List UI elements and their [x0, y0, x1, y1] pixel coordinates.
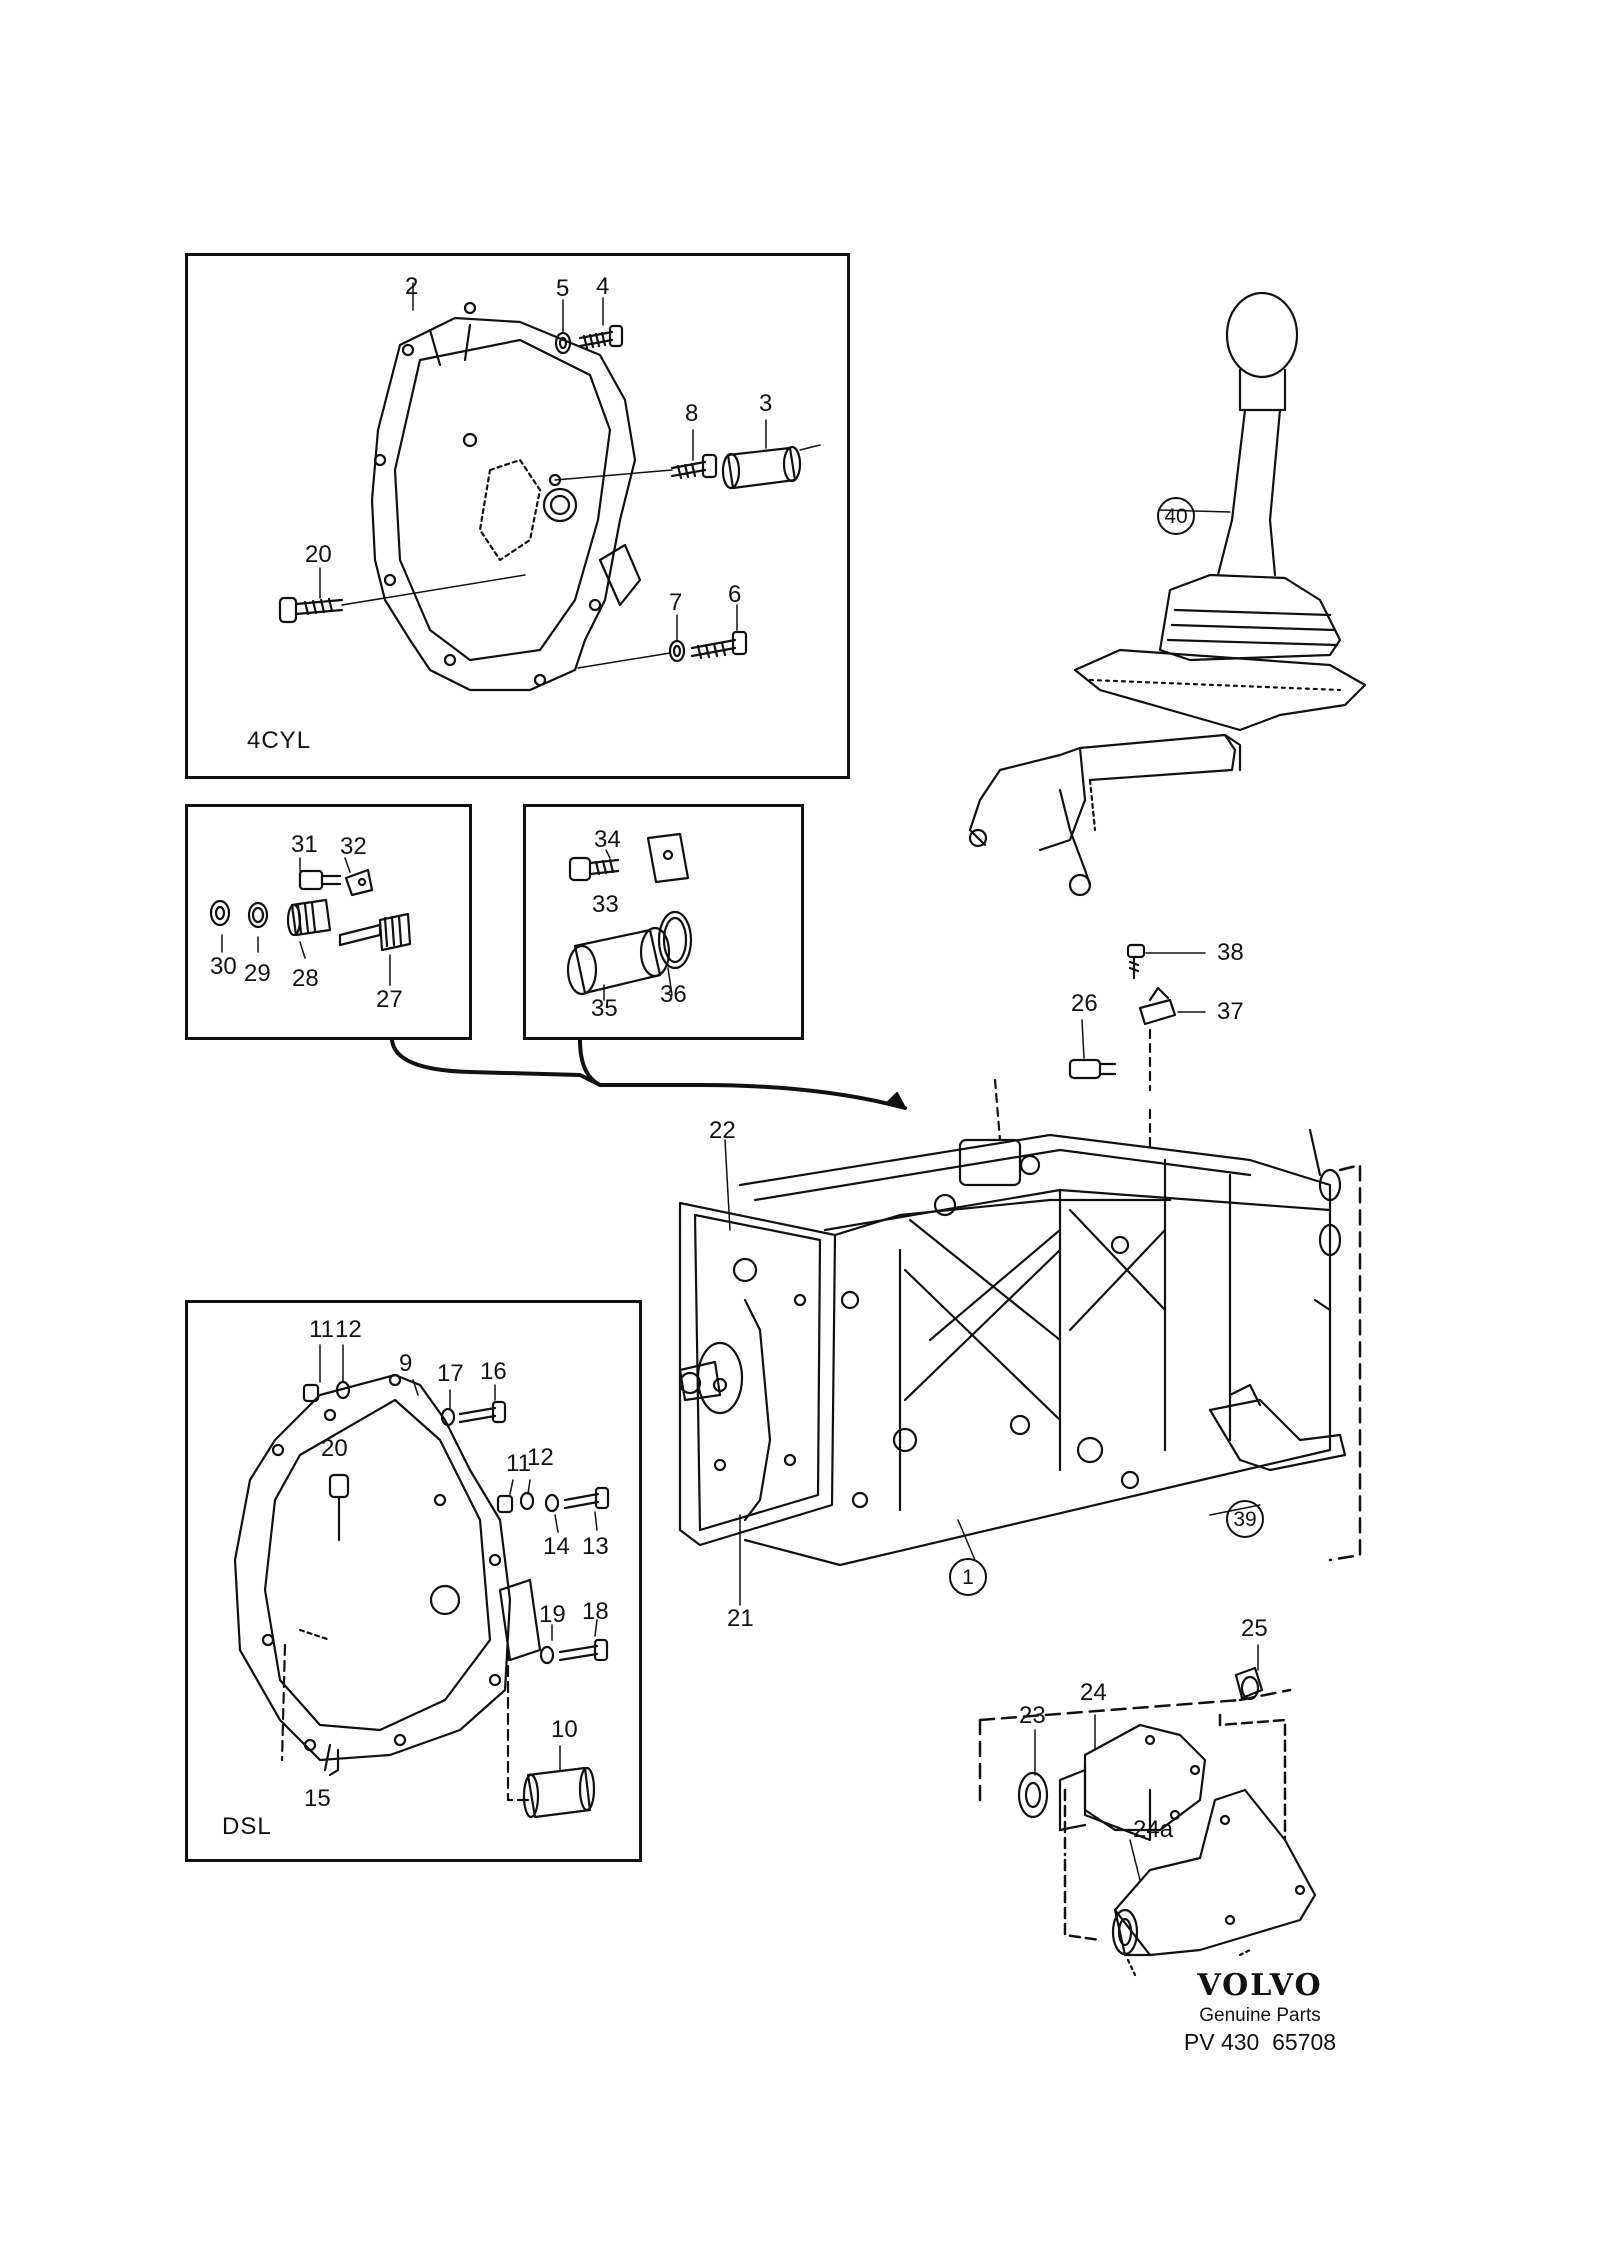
part-reference: PV 430 65708	[1183, 2029, 1337, 2055]
callout-7: 7	[669, 589, 683, 616]
callout-21: 21	[727, 1605, 754, 1632]
bolt-8	[554, 453, 718, 481]
connector-curve	[390, 1038, 907, 1110]
callout-5: 5	[556, 275, 570, 302]
callout-6: 6	[728, 581, 742, 608]
callout-9: 9	[399, 1350, 413, 1377]
panel-speedometer	[185, 804, 472, 1040]
callout-34: 34	[594, 826, 621, 853]
callout-24a: 24a	[1133, 1816, 1174, 1843]
callout-8: 8	[685, 400, 699, 427]
callout-39: 39	[1226, 1500, 1264, 1538]
washer-7	[668, 639, 686, 663]
speedo-parts	[209, 857, 412, 986]
callout-14: 14	[543, 1533, 570, 1560]
clip-37-screw-38	[1126, 943, 1206, 1092]
callout-2: 2	[405, 273, 419, 300]
callout-26: 26	[1071, 990, 1098, 1017]
panel-dsl-label: DSL	[222, 1813, 272, 1840]
bolt-20-4cyl	[278, 574, 526, 624]
callout-31: 31	[291, 831, 318, 858]
dsl-fasteners	[302, 1380, 610, 1819]
callout-3: 3	[759, 390, 773, 417]
callout-12-mid: 12	[527, 1444, 554, 1471]
brand-block: VOLVO Genuine Parts PV 430 65708	[1170, 1968, 1350, 2056]
callout-32: 32	[340, 833, 367, 860]
callout-1: 1	[949, 1558, 987, 1596]
panel-4cyl-label: 4CYL	[247, 727, 312, 754]
callout-36: 36	[660, 981, 687, 1008]
switch-26	[1068, 1019, 1117, 1080]
callout-40: 40	[1157, 497, 1195, 535]
callout-12-top: 12	[335, 1316, 362, 1343]
callout-10: 10	[551, 1716, 578, 1743]
dashed-outline-main	[1328, 1163, 1362, 1562]
callout-37: 37	[1217, 998, 1244, 1025]
callout-20-dsl: 20	[321, 1435, 348, 1462]
callout-16: 16	[480, 1358, 507, 1385]
bolt-6	[577, 630, 748, 669]
callout-35: 35	[591, 995, 618, 1022]
callout-18: 18	[582, 1598, 609, 1625]
callout-19: 19	[539, 1601, 566, 1628]
callout-33: 33	[592, 891, 619, 918]
callout-11-mid: 11	[506, 1450, 531, 1477]
callout-4: 4	[596, 273, 610, 300]
bell-housing-dsl	[233, 1373, 542, 1772]
genuine-parts-text: Genuine Parts	[1199, 2005, 1321, 2026]
callout-17: 17	[437, 1360, 464, 1387]
gearbox-main-1	[678, 1078, 1347, 1567]
dashed-outline-flange	[978, 1698, 1242, 1802]
callout-23: 23	[1019, 1702, 1046, 1729]
flange-parts	[978, 1644, 1317, 1977]
callout-38: 38	[1217, 939, 1244, 966]
panel-4cyl	[185, 253, 850, 779]
sleeve-3	[721, 444, 821, 490]
callout-30: 30	[210, 953, 237, 980]
bolt-4	[578, 324, 624, 350]
panel-bushing	[523, 804, 804, 1040]
callout-20-4cyl: 20	[305, 541, 332, 568]
callout-29: 29	[244, 960, 271, 987]
panel-dsl	[185, 1300, 642, 1862]
washer-5	[554, 331, 572, 355]
bushing-parts	[566, 832, 693, 1001]
gear-lever-40	[968, 291, 1367, 897]
callout-24: 24	[1080, 1679, 1107, 1706]
callout-13: 13	[582, 1533, 609, 1560]
callout-25: 25	[1241, 1615, 1268, 1642]
bell-housing-4cyl	[370, 301, 642, 692]
callout-22: 22	[709, 1117, 736, 1144]
volvo-logo: VOLVO	[1197, 1968, 1323, 2003]
callout-15: 15	[304, 1785, 331, 1812]
callout-11-top: 11	[309, 1316, 334, 1343]
callout-27: 27	[376, 986, 403, 1013]
callout-28: 28	[292, 965, 319, 992]
